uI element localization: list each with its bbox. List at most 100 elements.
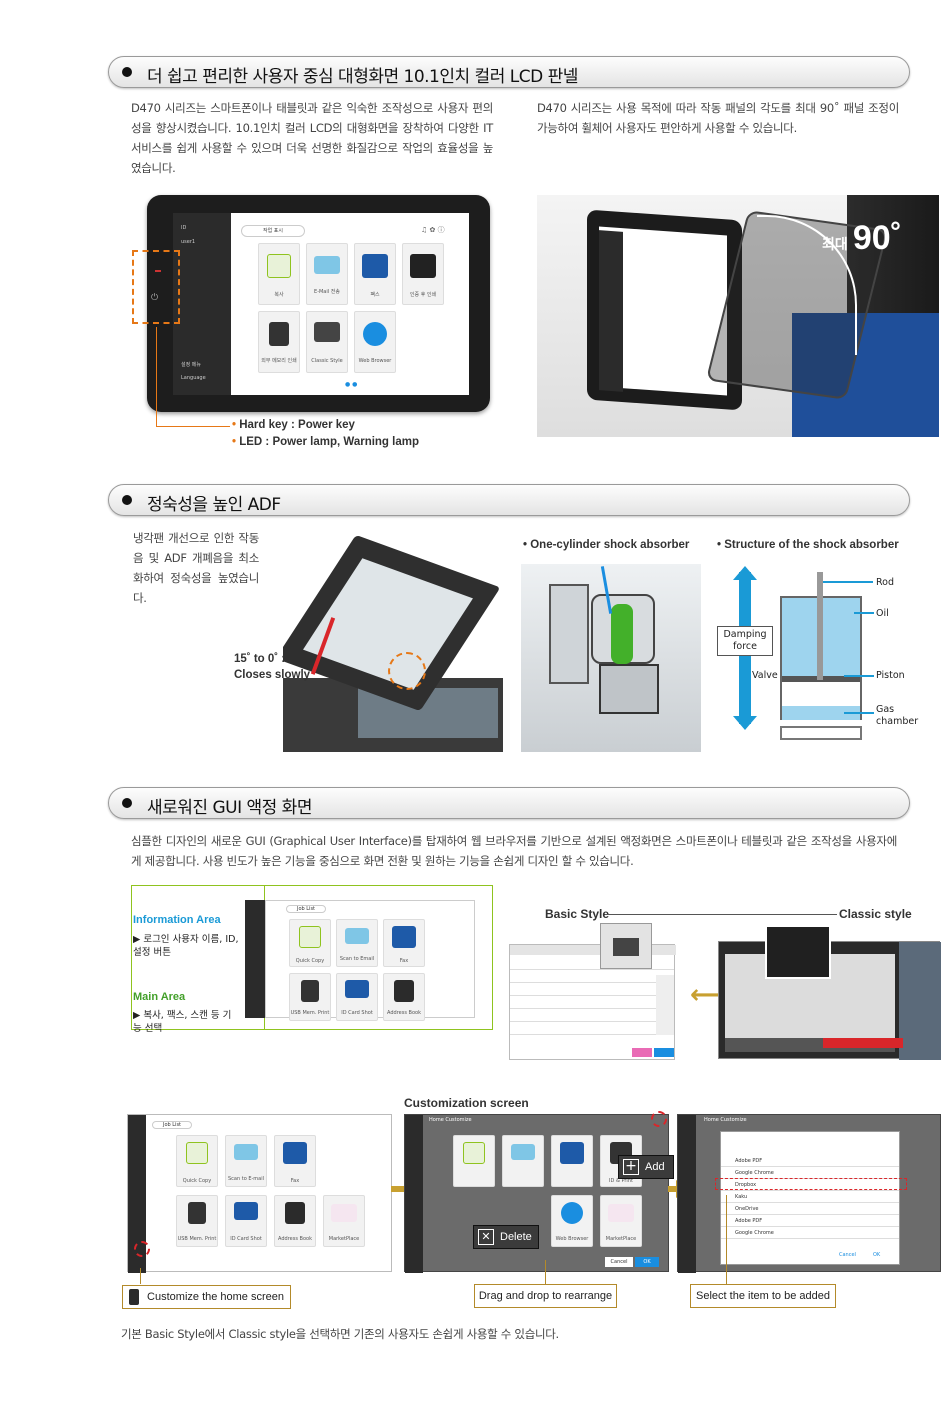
tile-usb-print[interactable]: 외부 메모리 인쇄 xyxy=(258,311,300,373)
edit-tile-fax[interactable] xyxy=(551,1135,593,1187)
id-label: ID xyxy=(181,225,187,231)
piston-label: Piston xyxy=(876,670,905,681)
section-title: 새로워진 GUI 액정 화면 xyxy=(147,798,312,818)
footer-note: 기본 Basic Style에서 Classic style을 선택하면 기존의… xyxy=(121,1327,559,1341)
delete-button[interactable]: ✕ Delete xyxy=(473,1225,539,1249)
led-lamp xyxy=(155,270,161,272)
add-button[interactable]: + Add xyxy=(618,1155,674,1179)
language-label[interactable]: Language xyxy=(181,375,206,381)
callout-line xyxy=(156,327,157,427)
gas-chamber-label: Gas chamber xyxy=(876,704,919,727)
home-tile-quick-copy[interactable]: Quick Copy xyxy=(176,1135,218,1187)
plus-icon: + xyxy=(623,1159,639,1175)
file-item[interactable]: Dropbox xyxy=(721,1180,899,1191)
home-tile-scan-email[interactable]: Scan to E-mail xyxy=(225,1135,267,1187)
close-icon: ✕ xyxy=(478,1229,494,1245)
gui-tile-quick-copy[interactable]: Quick Copy xyxy=(289,919,331,967)
file-item[interactable]: OneDrive xyxy=(721,1204,899,1215)
panel-sidebar: ID user1 설정 메뉴 Language xyxy=(173,213,231,395)
section-title: 더 쉽고 편리한 사용자 중심 대형화면 10.1인치 컬러 LCD 판넬 xyxy=(147,67,578,87)
step2-label: Drag and drop to rearrange xyxy=(474,1284,617,1308)
adf-photo xyxy=(283,528,503,752)
customization-title: Customization screen xyxy=(404,1096,529,1110)
selected-item-highlight xyxy=(715,1178,907,1190)
gui-tile-fax[interactable]: Fax xyxy=(383,919,425,967)
home-tile-address-book[interactable]: Address Book xyxy=(274,1195,316,1247)
control-panel-device: ID user1 설정 메뉴 Language 작업 표시 ♫ ✿ ⓘ 복사 E… xyxy=(132,195,490,412)
file-item[interactable]: Adobe PDF xyxy=(721,1156,899,1167)
tile-classic-style[interactable]: Classic Style xyxy=(306,311,348,373)
callout-hardkey: • Hard key : Power key xyxy=(232,419,355,431)
panel-tilt-photo: 최대 90˚ xyxy=(537,195,939,437)
hardkey-highlight xyxy=(132,250,180,324)
basic-style-label: Basic Style xyxy=(545,907,610,921)
customize-home-icon[interactable] xyxy=(134,1241,150,1257)
adf-paragraph: 냉각팬 개선으로 인한 작동음 및 ADF 개폐음을 최소화하여 정숙성을 높였… xyxy=(133,531,259,605)
panel-screen: ID user1 설정 메뉴 Language 작업 표시 ♫ ✿ ⓘ 복사 E… xyxy=(173,213,469,395)
job-list-button[interactable]: Job List xyxy=(152,1121,192,1129)
add-item-screen: Home Customize Adobe PDF Google Chrome D… xyxy=(677,1114,941,1273)
file-item[interactable]: Adobe PDF xyxy=(721,1216,899,1227)
gui-tile-id-card[interactable]: ID Card Shot xyxy=(336,973,378,1021)
gui-tile-scan-email[interactable]: Scan to Email xyxy=(336,919,378,967)
tile-fax[interactable]: 팩스 xyxy=(354,243,396,305)
section-header-lcd: 더 쉽고 편리한 사용자 중심 대형화면 10.1인치 컬러 LCD 판넬 xyxy=(108,56,910,88)
rod-label: Rod xyxy=(876,577,895,588)
tile-email[interactable]: E-Mail 전송 xyxy=(306,243,348,305)
damping-label: Damping force xyxy=(717,626,773,656)
intro-paragraph-right: D470 시리즈는 사용 목적에 따라 작동 패널의 각도를 최대 90˚ 패널… xyxy=(537,101,899,135)
gui-info-sidebar xyxy=(245,900,265,1018)
intro-paragraph-left: D470 시리즈는 스마트폰이나 태블릿과 같은 익숙한 조작성으로 사용자 편… xyxy=(131,101,493,175)
bullet-icon xyxy=(122,798,132,808)
close-label-2: Closes slowly xyxy=(234,669,311,681)
home-tile-id-card[interactable]: ID Card Shot xyxy=(225,1195,267,1247)
step1-label: Customize the home screen xyxy=(122,1285,291,1309)
tile-copy[interactable]: 복사 xyxy=(258,243,300,305)
home-tile-marketplace[interactable]: MarketPlace xyxy=(323,1195,365,1247)
edit-tile-email[interactable] xyxy=(502,1135,544,1187)
gui-tile-address-book[interactable]: Address Book xyxy=(383,973,425,1021)
tile-web-browser[interactable]: Web Browser xyxy=(354,311,396,373)
info-area-desc: ▶ 로그인 사용자 이름, ID, 설정 버튼 xyxy=(133,934,239,958)
gui-paragraph: 심플한 디자인의 새로운 GUI (Graphical User Interfa… xyxy=(131,834,897,868)
shock-absorber-diagram: Damping force Rod Oil Piston Valve Gas c… xyxy=(714,564,936,752)
home-icon xyxy=(129,1289,140,1305)
main-area-title: Main Area xyxy=(133,991,186,1003)
edit-tile-web-browser[interactable]: Web Browser xyxy=(551,1195,593,1247)
home-customize-screen: Home Customize ID & Print Web Browser Ma… xyxy=(404,1111,674,1273)
classic-style-tile xyxy=(600,923,652,969)
gui-tile-usb-print[interactable]: USB Mem. Print xyxy=(289,973,331,1021)
file-item[interactable]: Kaku xyxy=(721,1192,899,1203)
classic-style-screen xyxy=(718,925,941,1060)
section-header-gui: 새로워진 GUI 액정 화면 xyxy=(108,787,910,819)
page-indicator[interactable]: ● ● xyxy=(345,381,358,388)
job-display-button[interactable]: 작업 표시 xyxy=(241,225,305,237)
basic-style-screen xyxy=(509,944,676,1060)
style-connector xyxy=(605,914,837,915)
home-tile-usb-print[interactable]: USB Mem. Print xyxy=(176,1195,218,1247)
step3-label: Select the item to be added xyxy=(690,1284,836,1308)
home-screen: Job List Quick Copy Scan to E-mail Fax U… xyxy=(127,1114,392,1273)
absorber-title: • One-cylinder shock absorber xyxy=(523,539,690,551)
edit-tile-copy[interactable] xyxy=(453,1135,495,1187)
notification-icon[interactable]: ♫ ✿ ⓘ xyxy=(421,226,445,234)
section-header-adf: 정숙성을 높인 ADF xyxy=(108,484,910,516)
power-icon[interactable]: ⏻ xyxy=(151,293,159,303)
callout-led: • LED : Power lamp, Warning lamp xyxy=(232,436,419,448)
settings-label[interactable]: 설정 메뉴 xyxy=(181,362,201,368)
cancel-button[interactable]: Cancel xyxy=(605,1257,633,1267)
job-list-button[interactable]: Job List xyxy=(286,905,326,913)
ok-button[interactable]: OK xyxy=(873,1252,881,1258)
cancel-button[interactable]: Cancel xyxy=(839,1252,856,1258)
step-connector xyxy=(545,1260,546,1284)
home-tile-fax[interactable]: Fax xyxy=(274,1135,316,1187)
bullet-icon xyxy=(122,495,132,505)
flow-arrow xyxy=(391,1186,409,1192)
ok-button[interactable]: OK xyxy=(635,1257,659,1267)
callout-line-h xyxy=(156,426,230,427)
flow-arrow xyxy=(668,1186,678,1192)
edit-tile-marketplace[interactable]: MarketPlace xyxy=(600,1195,642,1247)
file-item[interactable]: Google Chrome xyxy=(721,1228,899,1239)
tile-auth-print[interactable]: 인증 후 인쇄 xyxy=(402,243,444,305)
home-customize-title: Home Customize xyxy=(429,1117,472,1123)
